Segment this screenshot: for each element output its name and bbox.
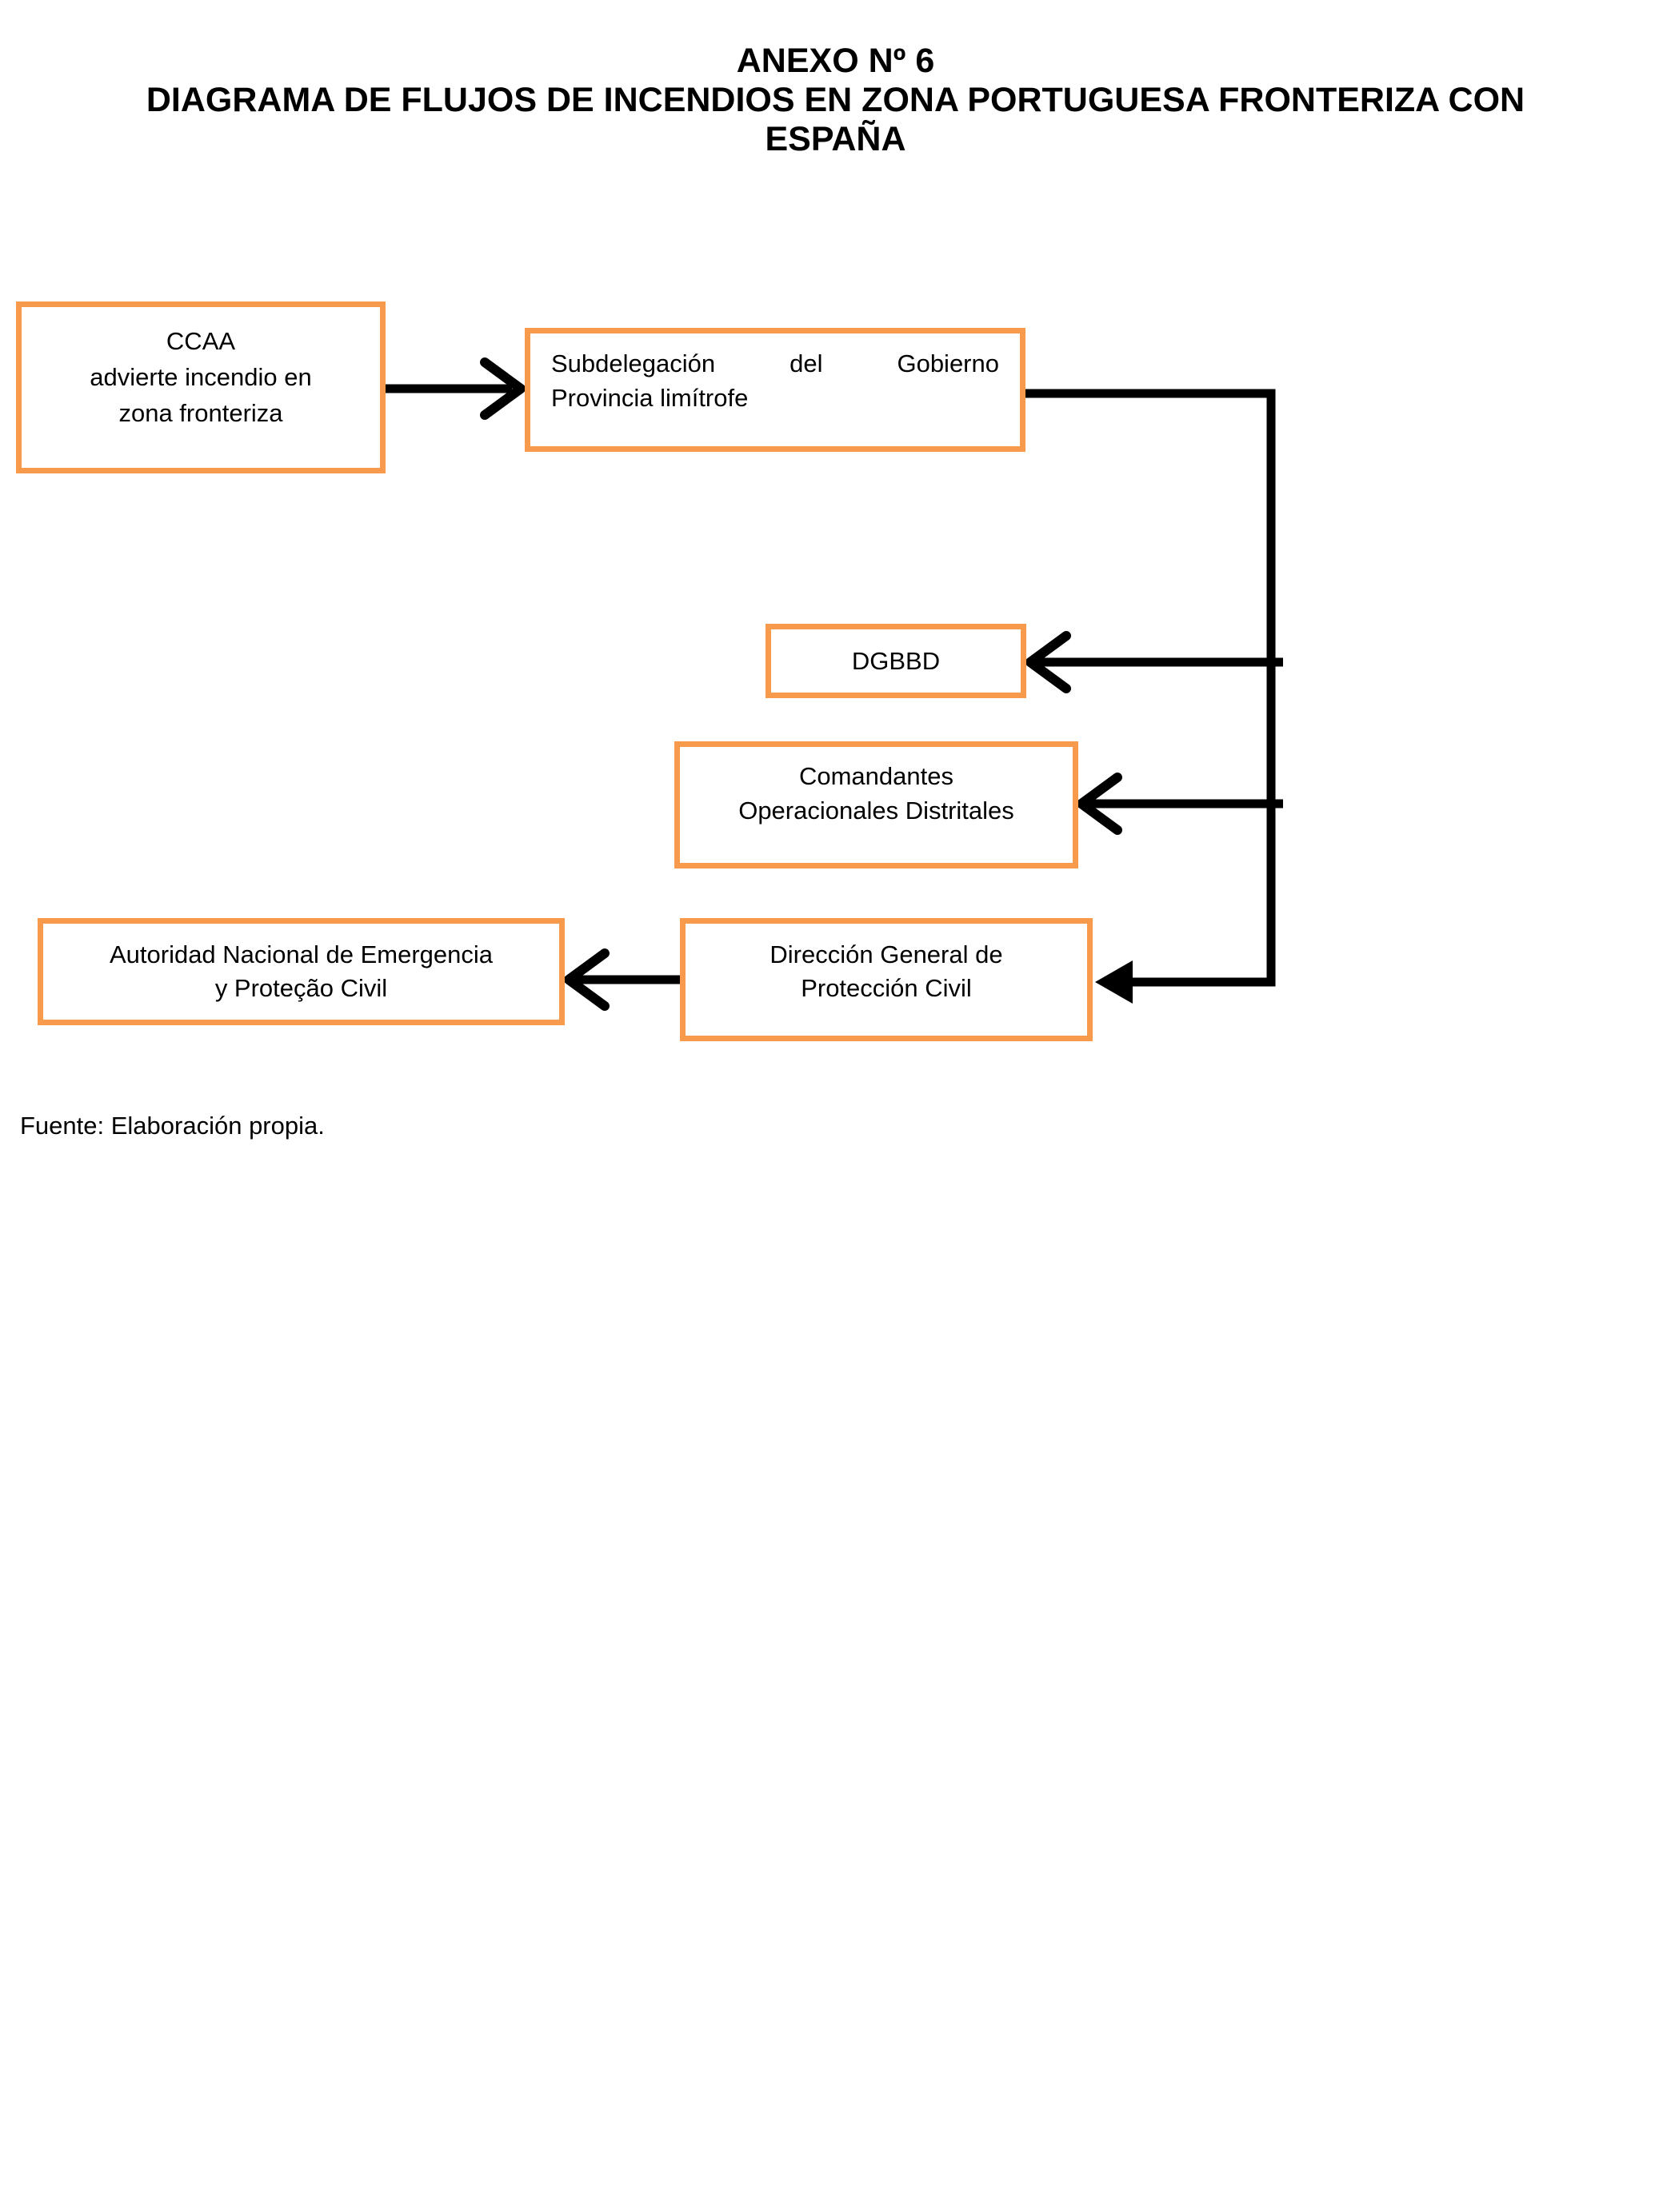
node-comandantes-line-2: Operacionales Distritales [738, 797, 1014, 825]
node-direccion-line-1: Dirección General de [770, 940, 1003, 968]
node-ccaa: CCAA advierte incendio en zona fronteriz… [16, 301, 386, 473]
node-autoridad-line-1: Autoridad Nacional de Emergencia [109, 940, 494, 968]
node-comandantes-line-1: Comandantes [798, 762, 953, 790]
node-dgbbd: DGBBD [766, 624, 1026, 698]
node-subdelegacion-gobierno: Subdelegación del Gobierno Provincia lim… [525, 328, 1025, 452]
arrowhead-filled-direccion [1095, 960, 1133, 1004]
node-ccaa-line-2: advierte incendio en [90, 363, 312, 391]
node-autoridad-line-2: y Proteção Civil [214, 974, 388, 1002]
arrowhead-open-autoridad [564, 948, 610, 1011]
source-note: Fuente: Elaboración propia. [20, 1112, 325, 1140]
arrowhead-open-dgbbd [1025, 631, 1071, 693]
title-line-3: ESPAÑA [765, 120, 906, 158]
arrowhead-open-subdelegacion [480, 357, 526, 420]
node-subdelegacion-line-2: Provincia limítrofe [551, 384, 749, 412]
connector-subdelegacion-trunk [1025, 389, 1276, 987]
title-line-1: ANEXO Nº 6 [736, 42, 935, 80]
node-ccaa-line-3: zona fronteriza [118, 399, 283, 427]
node-direccion-general: Dirección General de Protección Civil [680, 918, 1093, 1041]
page-title: ANEXO Nº 6 DIAGRAMA DE FLUJOS DE INCENDI… [0, 42, 1671, 159]
node-comandantes-operacionales: Comandantes Operacionales Distritales [674, 741, 1078, 868]
node-direccion-line-2: Protección Civil [801, 974, 972, 1002]
node-subdelegacion-line-1: Subdelegación del Gobierno [551, 349, 999, 377]
node-autoridad-nacional: Autoridad Nacional de Emergencia y Prote… [38, 918, 565, 1025]
node-dgbbd-line-1: DGBBD [851, 647, 941, 675]
arrowhead-open-comandantes [1077, 773, 1122, 835]
node-ccaa-line-1: CCAA [166, 327, 236, 355]
title-line-2: DIAGRAMA DE FLUJOS DE INCENDIOS EN ZONA … [146, 81, 1525, 119]
